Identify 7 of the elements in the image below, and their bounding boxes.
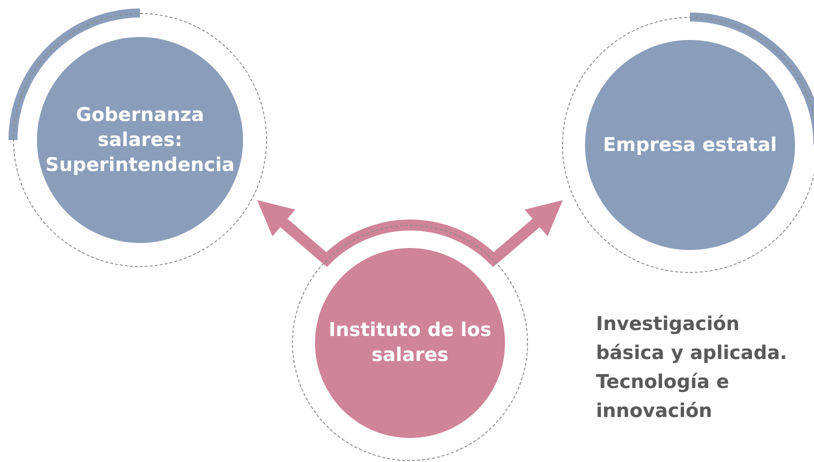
node-label: Instituto de los salares bbox=[328, 318, 492, 368]
dashed-ring-node bbox=[13, 13, 267, 267]
node-label: Empresa estatal bbox=[603, 132, 777, 158]
note-text: Investigación básica y aplicada. Tecnología e innovación bbox=[596, 312, 788, 424]
dashed-ring-node bbox=[562, 17, 814, 273]
node-label: Gobernanza salares: Superintendencia bbox=[44, 102, 236, 178]
dashed-ring-node bbox=[292, 225, 528, 461]
